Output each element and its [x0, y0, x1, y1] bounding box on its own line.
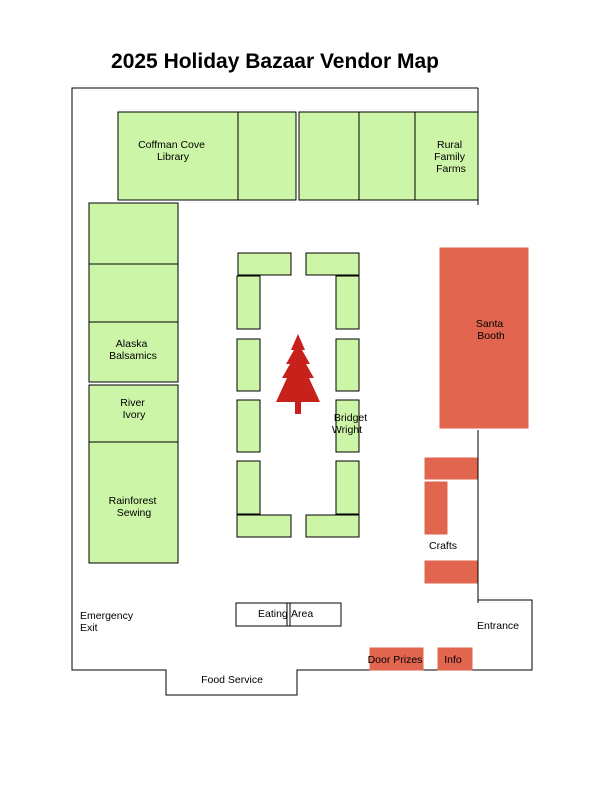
- center-table[interactable]: [335, 460, 360, 515]
- center-table[interactable]: [236, 514, 292, 538]
- label-coffman: Coffman Cove Library: [138, 139, 208, 163]
- booth-top-2[interactable]: [237, 111, 297, 201]
- label-door-prizes: Door Prizes: [368, 654, 423, 666]
- info-table[interactable]: [437, 647, 473, 671]
- booth-top-4[interactable]: [358, 111, 416, 201]
- center-table[interactable]: [335, 275, 360, 330]
- center-table-bridget-wright[interactable]: [335, 399, 360, 453]
- label-area: Area: [291, 608, 313, 620]
- center-table[interactable]: [236, 275, 261, 330]
- label-bridget-wright: Bridget Wright: [332, 412, 370, 436]
- center-table[interactable]: [237, 252, 292, 276]
- label-eating: Eating: [258, 608, 288, 620]
- label-entrance: Entrance: [477, 620, 519, 632]
- christmas-tree-icon: [276, 334, 320, 414]
- center-table[interactable]: [335, 338, 360, 392]
- crafts-table[interactable]: [424, 481, 448, 535]
- center-table[interactable]: [305, 252, 360, 276]
- crafts-table[interactable]: [424, 560, 478, 584]
- label-rainforest-sewing: Rainforest Sewing: [109, 495, 160, 519]
- label-river-ivory: River Ivory: [120, 397, 147, 421]
- center-table[interactable]: [305, 514, 360, 538]
- label-food-service: Food Service: [201, 674, 263, 686]
- booth-alaska-balsamics[interactable]: [88, 321, 179, 383]
- label-emergency-exit: Emergency Exit: [80, 610, 136, 634]
- door-prizes-table[interactable]: [369, 647, 424, 671]
- santa-booth[interactable]: [439, 247, 529, 429]
- label-crafts: Crafts: [429, 540, 457, 552]
- eating-area[interactable]: [235, 602, 342, 627]
- label-alaska-balsamics: Alaska Balsamics: [109, 338, 157, 362]
- booth-coffman-cove-library[interactable]: [117, 111, 239, 201]
- label-rural-family-farms: Rural Family Farms: [434, 139, 468, 175]
- label-santa-booth: Santa Booth: [476, 318, 506, 342]
- center-table[interactable]: [236, 399, 261, 453]
- center-table[interactable]: [236, 338, 261, 392]
- crafts-table[interactable]: [424, 457, 478, 480]
- booth-top-3[interactable]: [298, 111, 360, 201]
- center-table[interactable]: [236, 460, 261, 515]
- booth-rural-family-farms[interactable]: [414, 111, 479, 201]
- booth-rainforest-sewing[interactable]: [88, 441, 179, 564]
- label-info: Info: [444, 654, 462, 666]
- booth-left-2[interactable]: [88, 263, 179, 323]
- map-title: 2025 Holiday Bazaar Vendor Map: [111, 50, 439, 73]
- booth-left-1[interactable]: [88, 202, 179, 265]
